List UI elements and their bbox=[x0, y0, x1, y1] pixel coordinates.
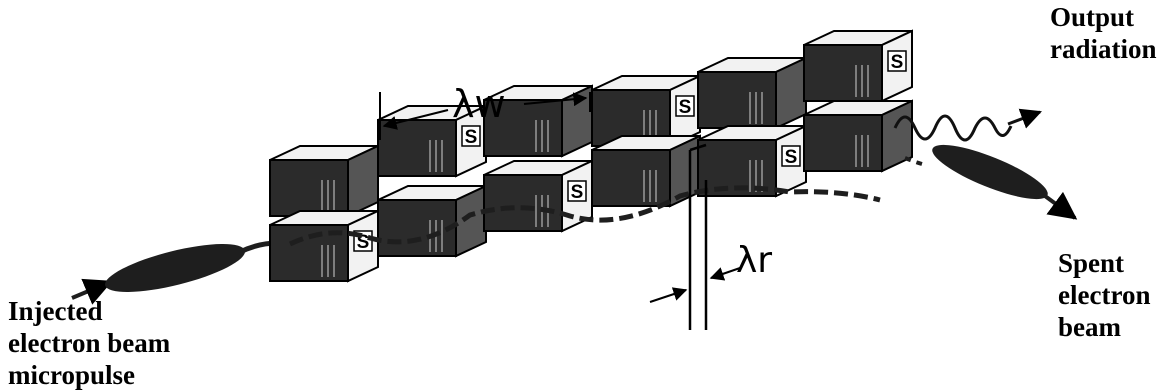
magnet-bottom-5: S bbox=[697, 124, 807, 198]
output-radiation-label: Output radiation bbox=[1050, 2, 1157, 66]
radiation-arrow bbox=[1007, 108, 1042, 129]
spent-beam bbox=[904, 144, 1078, 220]
injected-label-line: micropulse bbox=[8, 359, 135, 390]
magnet-bottom-2 bbox=[377, 184, 487, 258]
pole-letter: S bbox=[679, 97, 692, 118]
magnet-bottom-4 bbox=[591, 134, 701, 208]
injected-beam bbox=[71, 240, 291, 305]
injected-beam-arrow bbox=[71, 278, 113, 305]
output-radiation bbox=[893, 108, 1042, 142]
magnet-array: S S S S S S bbox=[269, 29, 913, 283]
spent-label-line: Spent bbox=[1058, 248, 1125, 278]
magnet-top-1 bbox=[269, 144, 379, 218]
injected-label-line: electron beam bbox=[8, 327, 171, 358]
pole-face-s: S bbox=[567, 180, 587, 203]
pole-face-s: S bbox=[461, 125, 481, 148]
radiation-wavelength-dimension bbox=[649, 143, 741, 330]
injected-bunch bbox=[105, 244, 245, 292]
magnet-bottom-3: S bbox=[483, 159, 593, 233]
magnet-top-6: S bbox=[803, 29, 913, 103]
pole-letter: S bbox=[785, 147, 798, 168]
magnet-top-2: S bbox=[377, 104, 487, 178]
magnet-bottom-6 bbox=[803, 99, 913, 173]
pole-letter: S bbox=[891, 52, 904, 73]
magnet-top-5 bbox=[697, 56, 807, 130]
pole-face-s: S bbox=[781, 145, 801, 168]
spent-electron-beam-label: Spent electron beam bbox=[1058, 248, 1150, 344]
magnet-bottom-1: S bbox=[269, 209, 379, 283]
radiation-wave bbox=[893, 114, 1013, 142]
pole-letter: S bbox=[465, 127, 478, 148]
wiggler-period-dimension bbox=[379, 92, 591, 140]
electron-trajectory bbox=[288, 185, 881, 247]
lambda-r-symbol: λr bbox=[736, 240, 773, 281]
spent-label-line: electron bbox=[1058, 279, 1151, 310]
lambda-w-symbol: λw bbox=[452, 82, 506, 126]
pole-face-s: S bbox=[887, 50, 907, 73]
injected-electron-beam-label: Injected electron beam micropulse bbox=[8, 296, 170, 391]
spent-bunch bbox=[932, 144, 1048, 200]
spent-beam-arrow bbox=[1043, 191, 1078, 220]
output-label-line: Output bbox=[1050, 2, 1135, 32]
spent-label-line: beam bbox=[1058, 311, 1121, 342]
injected-label-line: Injected bbox=[8, 296, 103, 326]
output-label-line: radiation bbox=[1050, 33, 1157, 64]
pole-face-s: S bbox=[675, 95, 695, 118]
pole-letter: S bbox=[571, 182, 584, 203]
